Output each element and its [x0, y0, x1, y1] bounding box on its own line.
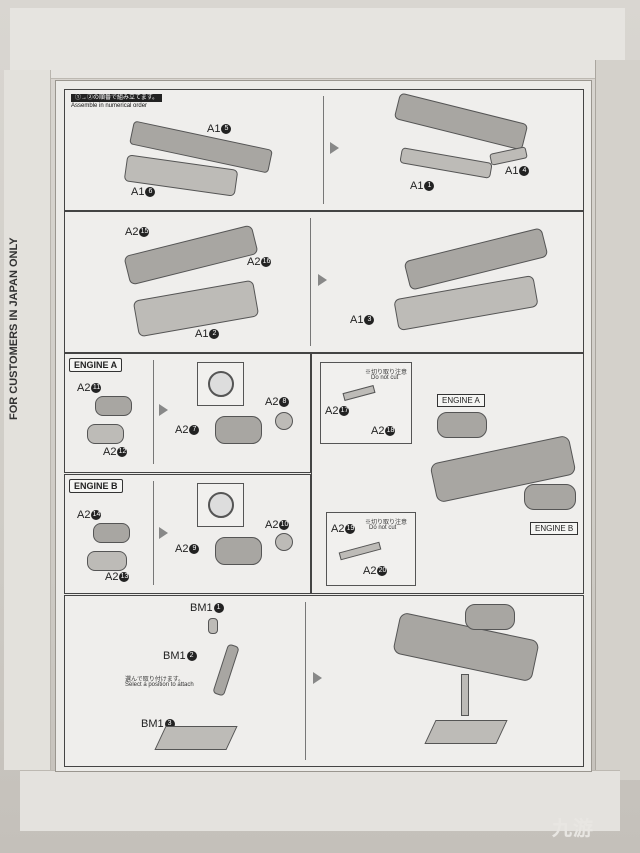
small-part [489, 146, 528, 166]
engine-cap [275, 412, 293, 430]
engine-nozzle-detail [208, 492, 234, 518]
step-arrow [159, 404, 168, 416]
step-arrow [318, 274, 327, 286]
step-arrow [330, 142, 339, 154]
step-arrow [313, 672, 322, 684]
engine-body [215, 537, 262, 565]
stand-base [154, 726, 238, 750]
side-text: FOR CUSTOMERS IN JAPAN ONLY [8, 237, 20, 420]
engine-nozzle-detail [208, 371, 234, 397]
step-divider [310, 218, 311, 346]
completed-engine [465, 604, 515, 630]
stand-tip [208, 618, 218, 634]
engine-part-lower [87, 551, 127, 571]
step-divider [323, 96, 324, 204]
engine-body [215, 416, 262, 444]
completed-stand-arm [461, 674, 469, 716]
small-part [338, 541, 382, 561]
order-note: ①→②の順番で組み立てます。 Assemble in numerical ord… [71, 94, 163, 110]
hull-assembly-lower [399, 147, 493, 179]
engine-b-tag: ENGINE B [69, 479, 123, 493]
engine-part-lower [87, 424, 124, 444]
select-note-en: Select a position to attach [125, 682, 194, 688]
cut-note-top-en: Do not cut [371, 375, 399, 381]
box-flap-right [595, 60, 640, 780]
box-flap-left [4, 70, 51, 770]
order-note-jp: ①→②の順番で組み立てます。 [71, 94, 163, 102]
box-flap-top [10, 8, 625, 79]
engine-a-tag: ENGINE A [69, 358, 123, 372]
step-divider [305, 602, 306, 760]
engine-part-upper [93, 523, 130, 543]
cut-note-bottom-jp: ※切り取り注意 [365, 520, 408, 526]
instruction-sheet: ①→②の順番で組み立てます。 Assemble in numerical ord… [55, 80, 592, 772]
order-note-en: Assemble in numerical order [71, 103, 148, 109]
completed-stand-base [424, 720, 508, 744]
engine-b-label: ENGINE B [530, 522, 579, 535]
stand-arm [212, 643, 240, 697]
engine-part-upper [95, 396, 132, 416]
cut-note-top-jp: ※切り取り注意 [365, 370, 408, 376]
step-divider [153, 360, 154, 464]
engine-detail-frame [197, 362, 244, 406]
step-1-panel: ①→②の順番で組み立てます。 Assemble in numerical ord… [64, 89, 584, 211]
select-note-jp: 選んで取り付けます。 [125, 677, 185, 683]
engine-b-mounted [524, 484, 576, 510]
box-flap-bottom [20, 770, 620, 831]
engine-detail-frame [197, 483, 244, 527]
small-part [342, 384, 376, 402]
engine-a-mounted [437, 412, 487, 438]
step-arrow [159, 527, 168, 539]
watermark-logo: 九游 [552, 818, 594, 840]
engine-a-label: ENGINE A [437, 394, 485, 407]
hull-assembly-upper [393, 92, 529, 151]
cut-note-bottom-en: Do not cut [369, 525, 397, 531]
step-divider [153, 481, 154, 585]
engine-cap [275, 533, 293, 551]
